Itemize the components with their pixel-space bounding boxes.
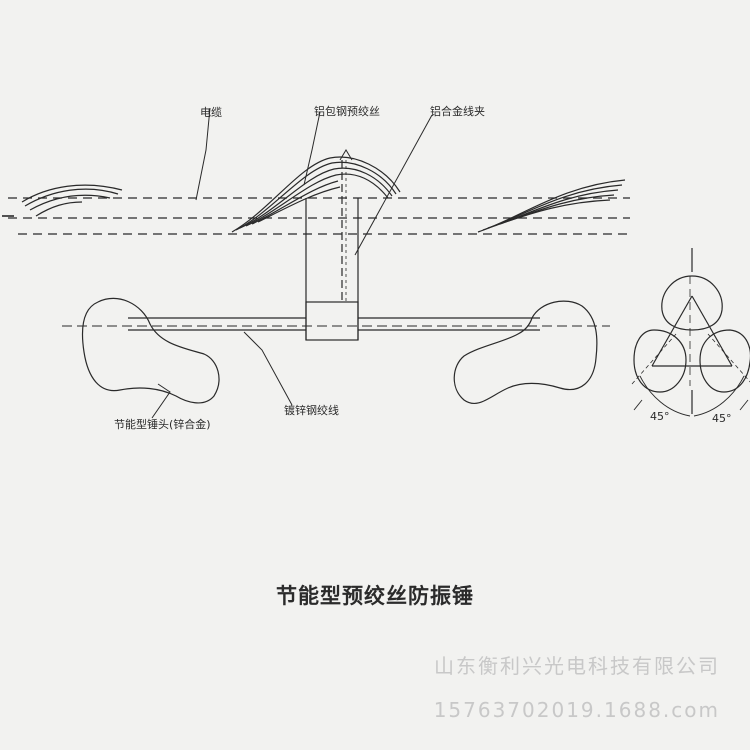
center-rod-arch (231, 156, 401, 233)
label-aluminum-clad-rod: 铝包钢预绞丝 (314, 105, 380, 118)
leader-clamp (354, 114, 433, 256)
watermark-company: 山东衡利兴光电科技有限公司 (434, 654, 720, 678)
aluminum-clamp (305, 160, 359, 341)
leader-rod (303, 111, 321, 186)
side-view-detail (631, 248, 750, 417)
clamp-top-mark (339, 149, 353, 161)
right-rod-coil (477, 179, 626, 233)
cable-lines (8, 197, 630, 235)
label-aluminum-clamp: 铝合金线夹 (430, 105, 485, 118)
steel-strand (128, 317, 540, 331)
leader-hammer (151, 383, 171, 419)
page-title: 节能型预绞丝防振锤 (276, 584, 474, 608)
label-angle-right: 45° (712, 412, 732, 425)
leader-cable (195, 107, 211, 201)
left-rod-coil (21, 184, 123, 217)
label-hammer-head: 节能型锤头(锌合金) (114, 418, 211, 431)
leader-lines (151, 107, 433, 419)
label-galvanized-strand: 镀锌钢绞线 (284, 404, 339, 417)
left-hammer-head (81, 297, 220, 404)
right-hammer-head (453, 300, 598, 405)
label-cable: 电缆 (200, 106, 222, 119)
leader-strand (243, 331, 293, 406)
label-angle-left: 45° (650, 410, 670, 423)
watermark-phone: 15763702019.1688.com (433, 698, 720, 722)
